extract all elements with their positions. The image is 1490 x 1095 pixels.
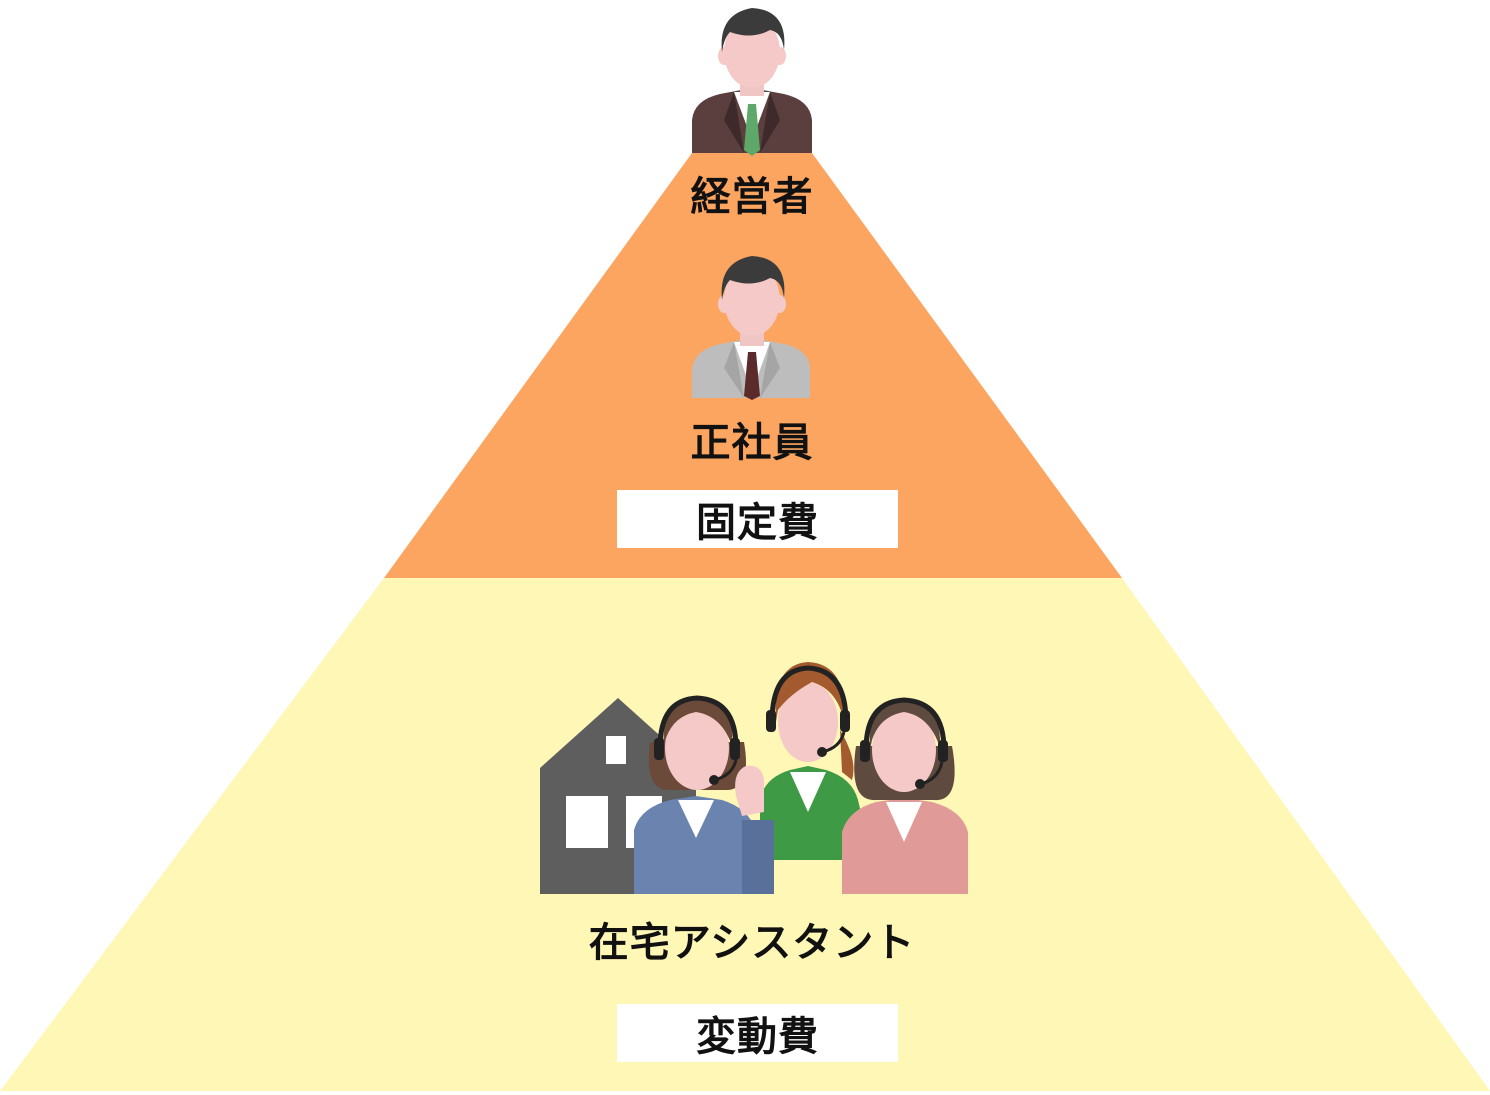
assistant-center-icon [760,662,872,860]
home-call-center-assistants-icon [540,662,968,894]
employee-label: 正社員 [690,420,814,466]
executive-label: 経営者 [690,174,814,220]
businessman-employee-icon [692,256,810,400]
businessman-executive-icon [692,8,812,156]
assistant-right-icon [842,697,968,894]
assistant-left-icon [634,695,774,894]
remote-assistant-label: 在宅アシスタント [588,920,916,966]
fixed-cost-label: 固定費 [617,490,898,548]
variable-cost-label: 変動費 [617,1004,898,1062]
